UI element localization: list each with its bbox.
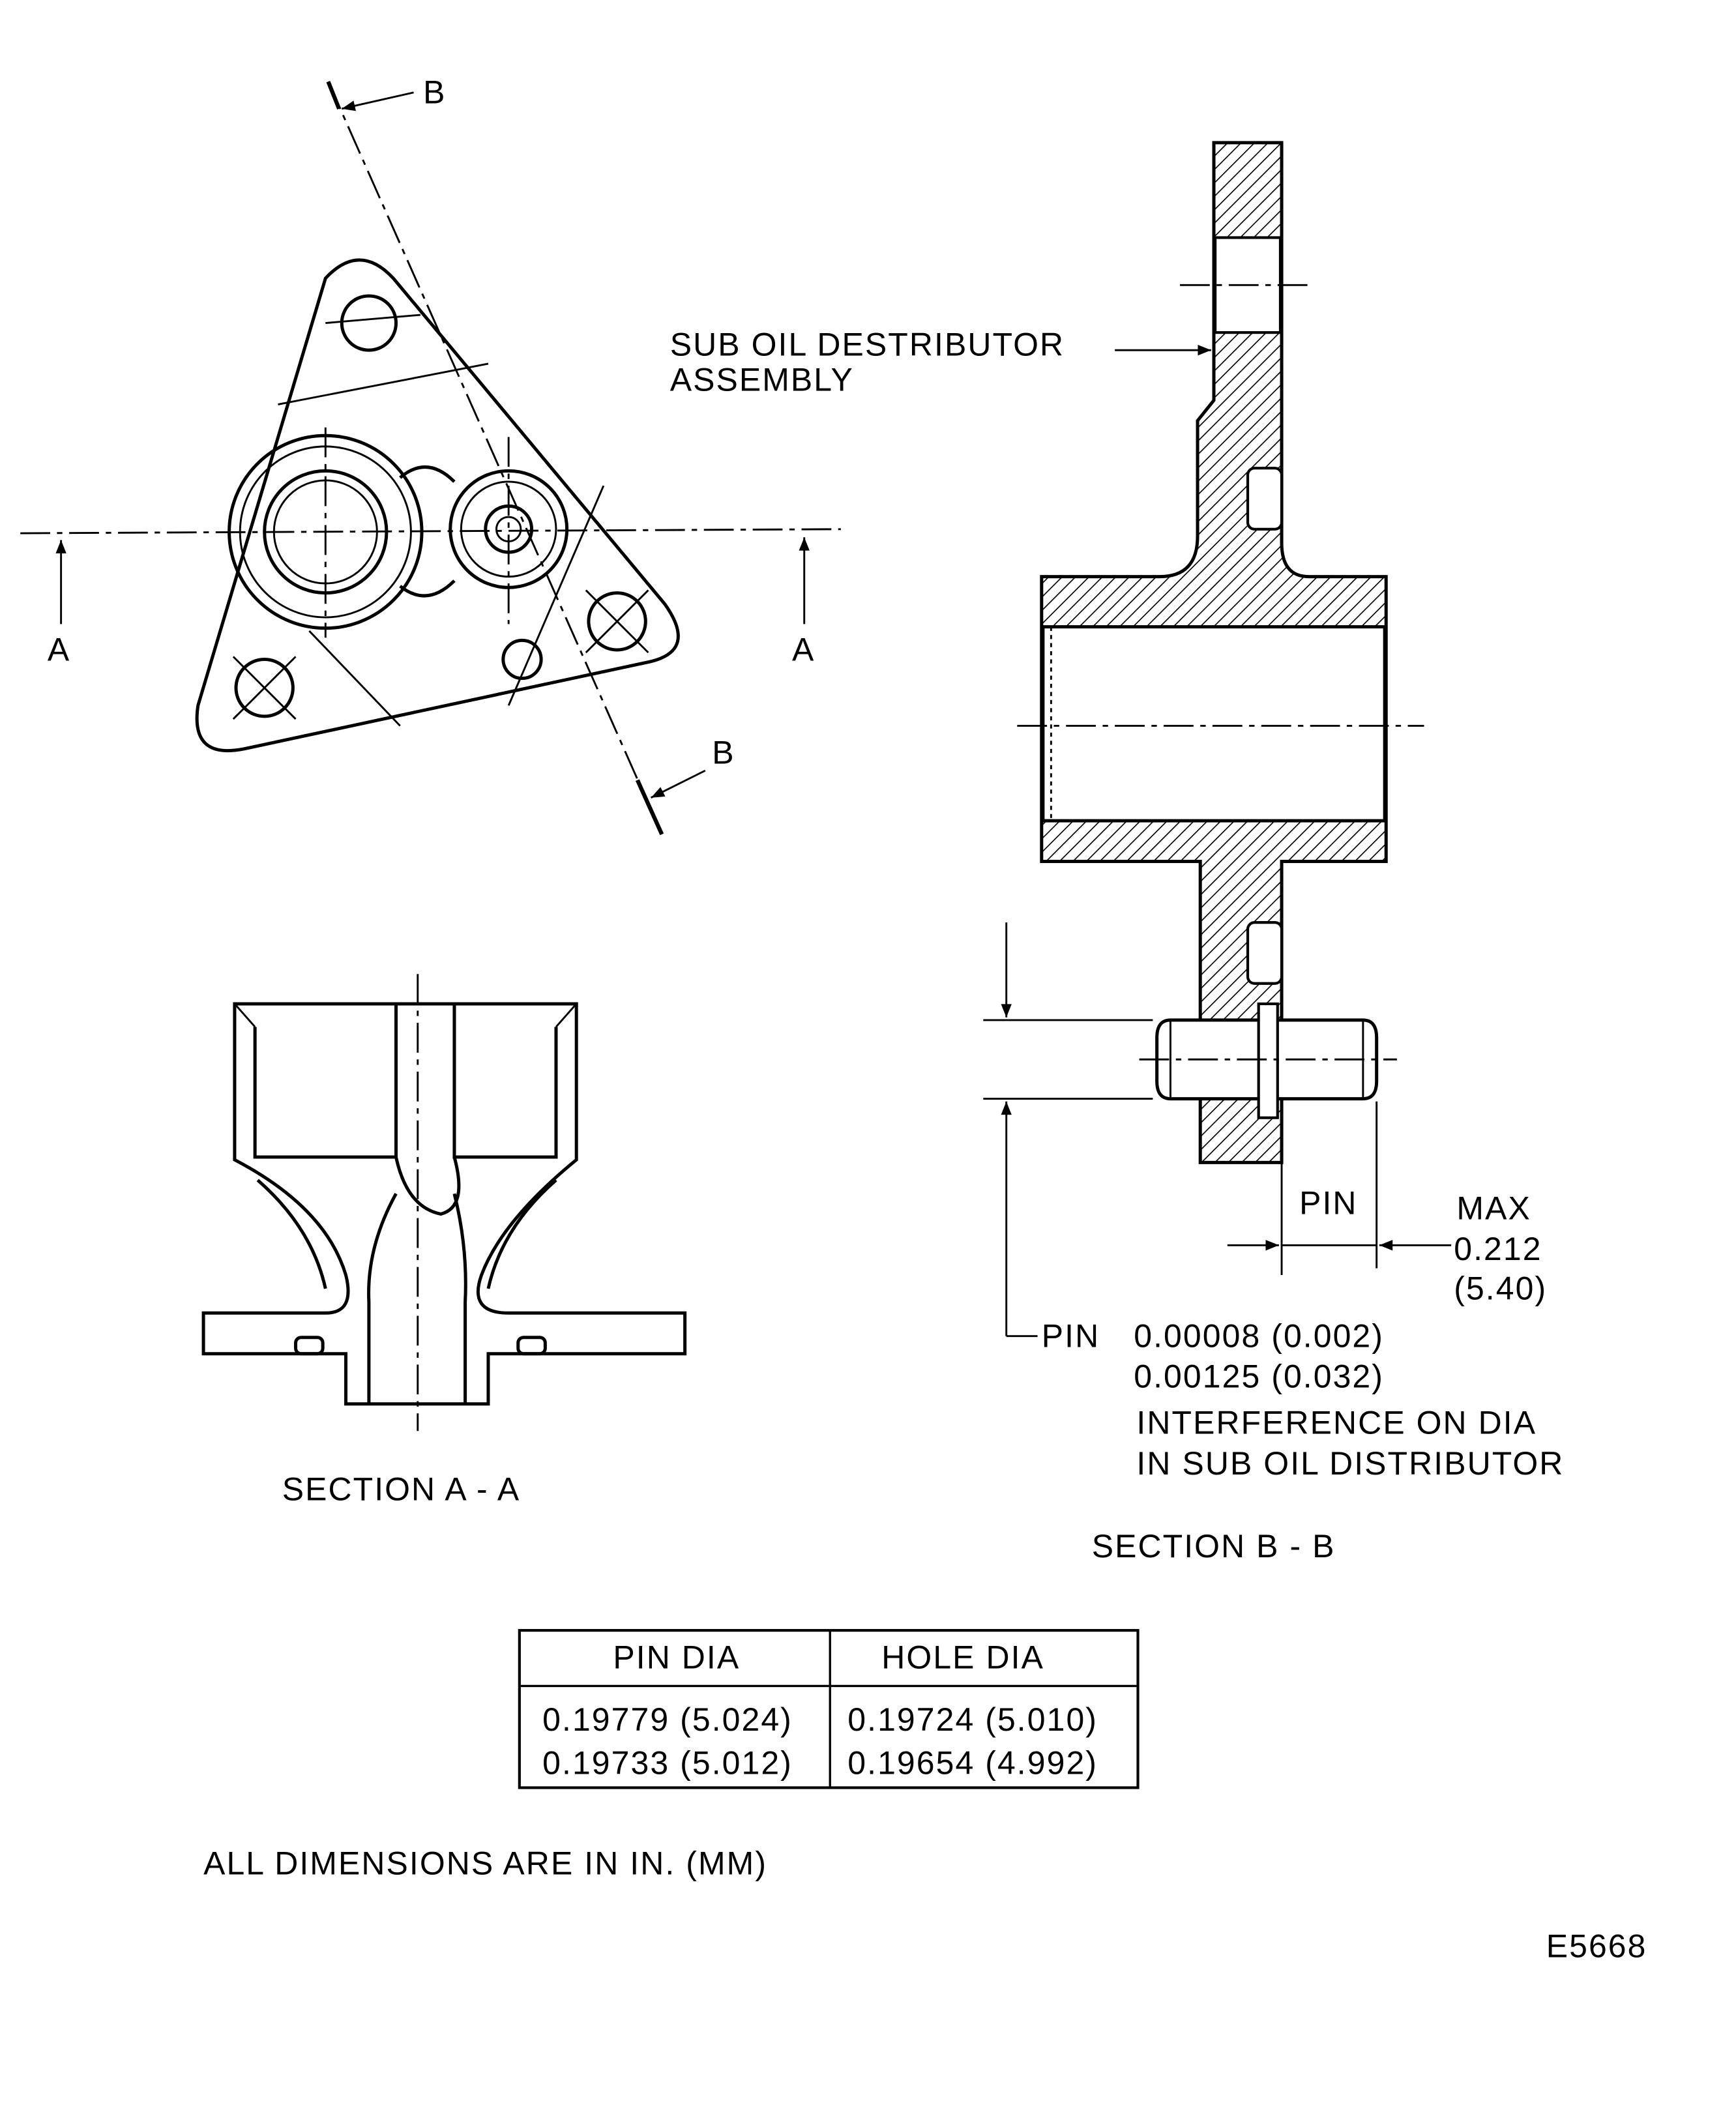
table-cell: 0.19724 (5.010) bbox=[847, 1701, 1098, 1738]
section-a-a-title: SECTION A - A bbox=[282, 1471, 521, 1507]
table-cell: 0.19654 (4.992) bbox=[847, 1745, 1098, 1782]
cut-b-bottom-label: B bbox=[712, 735, 735, 771]
max-mm-value: (5.40) bbox=[1454, 1270, 1547, 1307]
note-line2: IN SUB OIL DISTRIBUTOR bbox=[1136, 1445, 1564, 1482]
callout-line1: SUB OIL DESTRIBUTOR bbox=[670, 326, 1065, 362]
small-boss bbox=[449, 437, 569, 624]
cut-b-top-label: B bbox=[423, 74, 446, 111]
table-header-pin-dia: PIN DIA bbox=[613, 1639, 740, 1675]
table-cell: 0.19733 (5.012) bbox=[542, 1745, 793, 1782]
interference-max: 0.00125 (0.032) bbox=[1134, 1358, 1384, 1395]
callout-line2: ASSEMBLY bbox=[670, 362, 854, 398]
bore bbox=[1041, 625, 1387, 823]
table-header-hole-dia: HOLE DIA bbox=[881, 1639, 1044, 1675]
section-a-a-outline bbox=[201, 1002, 687, 1406]
bolt-hole-right bbox=[585, 589, 649, 654]
upper-groove bbox=[1246, 467, 1284, 531]
max-inch-value: 0.212 bbox=[1454, 1231, 1542, 1267]
bolt-hole-left bbox=[232, 656, 297, 720]
bolt-hole-top bbox=[325, 294, 421, 352]
pin-hole bbox=[501, 638, 543, 681]
section-b-b-title: SECTION B - B bbox=[1092, 1528, 1336, 1564]
top-view: A A B B bbox=[20, 74, 841, 836]
cut-a-right-label: A bbox=[792, 632, 815, 668]
cut-a-left-label: A bbox=[48, 632, 70, 668]
pin-width-label: PIN bbox=[1299, 1184, 1357, 1221]
figure-id: E5668 bbox=[1546, 1928, 1647, 1965]
section-b-b: SUB OIL DESTRIBUTOR ASSEMBLY PIN MAX 0.2… bbox=[670, 141, 1564, 1564]
table-cell: 0.19779 (5.024) bbox=[542, 1701, 793, 1738]
lower-groove bbox=[1246, 921, 1284, 985]
note-line1: INTERFERENCE ON DIA bbox=[1136, 1404, 1537, 1441]
triangular-flange-outline bbox=[195, 258, 680, 753]
fit-table: PIN DIA HOLE DIA 0.19779 (5.024) 0.19724… bbox=[518, 1629, 1140, 1789]
max-label: MAX bbox=[1456, 1190, 1531, 1227]
units-note: ALL DIMENSIONS ARE IN IN. (MM) bbox=[203, 1845, 767, 1882]
pin bbox=[1155, 1002, 1379, 1119]
section-a-a: SECTION A - A bbox=[201, 974, 687, 1507]
interference-min: 0.00008 (0.002) bbox=[1134, 1317, 1384, 1354]
interference-pin-label: PIN bbox=[1042, 1317, 1100, 1354]
